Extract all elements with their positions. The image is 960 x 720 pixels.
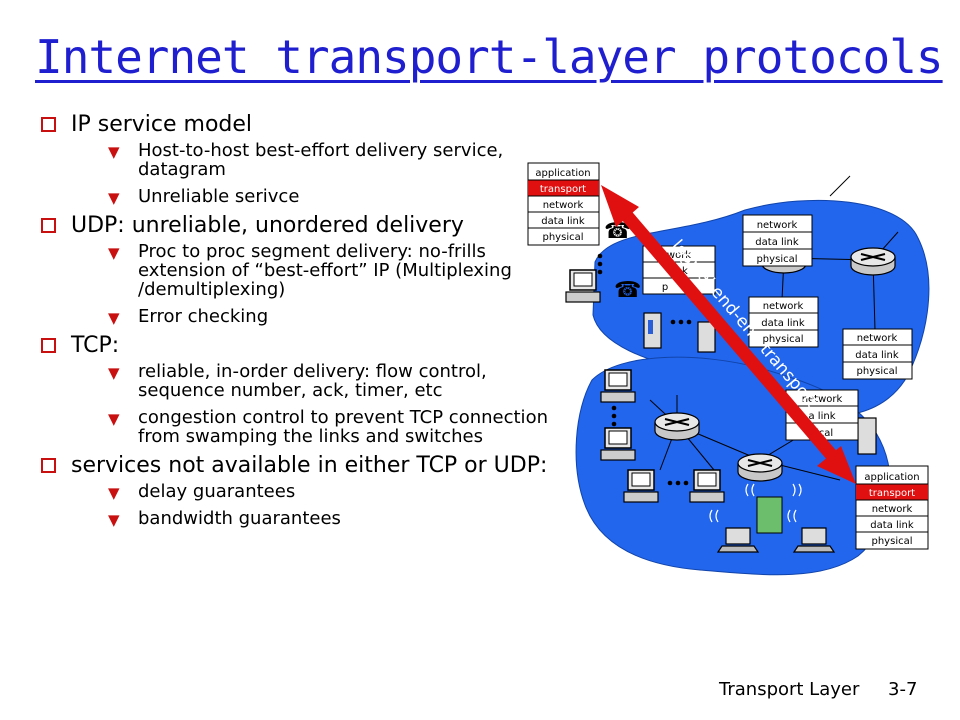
sub-bullet: ▼ bandwidth guarantees xyxy=(71,508,570,529)
router-protocol-stack: network data link physical xyxy=(748,296,819,348)
host-protocol-stack-top: application transport network data link … xyxy=(527,162,600,246)
bullet-ip-service-model: IP service model ▼ Host-to-host best-effo… xyxy=(40,112,570,207)
sub-bullet: ▼ Error checking xyxy=(71,306,570,327)
stack-layer-label: application xyxy=(535,168,590,179)
bullet-text: IP service model xyxy=(71,112,253,137)
stack-layer-label: physical xyxy=(857,366,898,377)
sub-bullet: ▼ Host-to-host best-effort delivery servi… xyxy=(71,141,570,179)
telephone-icon: ☎ xyxy=(614,278,641,303)
footer-label: Transport Layer xyxy=(719,679,860,700)
sub-bullet-text: Proc to proc segment delivery: no-frills… xyxy=(138,241,512,300)
router-icon xyxy=(654,412,700,441)
sub-bullet: ▼ reliable, in-order delivery: flow contr… xyxy=(71,362,570,400)
stack-layer-label: data link xyxy=(541,216,585,227)
arrow-bullet-icon: ▼ xyxy=(108,410,120,428)
desktop-computer-icon xyxy=(623,469,659,503)
square-bullet-icon xyxy=(41,338,56,353)
logical-transport-arrow xyxy=(601,185,856,484)
transport-layer-highlight xyxy=(528,180,599,196)
stack-layer-label: data link xyxy=(870,520,914,531)
server-light xyxy=(648,320,653,334)
stack-layer-label: network xyxy=(872,504,913,515)
sub-bullet: ▼ congestion control to prevent TCP conne… xyxy=(71,408,570,446)
arrow-bullet-icon: ▼ xyxy=(108,511,120,529)
slide-title: Internet transport-layer protocols xyxy=(35,30,944,84)
stack-layer-label: transport xyxy=(540,184,586,195)
stack-layer-label: physical xyxy=(872,536,913,547)
bullet-tcp: TCP: ▼ reliable, in-order delivery: flow … xyxy=(40,334,570,446)
server-icon xyxy=(857,417,877,455)
bullet-services-not-available: services not available in either TCP or … xyxy=(40,453,570,529)
arrow-bullet-icon: ▼ xyxy=(108,364,120,382)
stack-layer-label: sical xyxy=(811,428,833,439)
stack-layer-label: transport xyxy=(869,488,915,499)
desktop-computer-icon xyxy=(565,269,601,303)
stack-layer-label: a link xyxy=(809,411,836,422)
stack-layer-label: work xyxy=(667,250,691,261)
bullet-udp: UDP: unreliable, unordered delivery ▼ Pro… xyxy=(40,213,570,327)
stack-layer-label: network xyxy=(763,301,804,312)
sub-bullet: ▼ delay guarantees xyxy=(71,481,570,502)
stack-layer-label: data link xyxy=(761,318,805,329)
page-number: 3-7 xyxy=(888,679,918,700)
arrow-bullet-icon: ▼ xyxy=(108,484,120,502)
bullet-text: TCP: xyxy=(71,333,120,358)
stack-layer-label: network xyxy=(857,333,898,344)
host-protocol-stack-bottom: application transport network data link … xyxy=(855,465,929,550)
arrow-bullet-icon: ▼ xyxy=(108,189,120,207)
router-protocol-stack: network data link physical xyxy=(742,214,813,267)
square-bullet-icon xyxy=(41,458,56,473)
sub-bullet-text: reliable, in-order delivery: flow contro… xyxy=(138,361,487,401)
stack-layer-label: physical xyxy=(543,232,584,243)
arrow-bullet-icon: ▼ xyxy=(108,309,120,327)
stack-layer-label: network xyxy=(543,200,584,211)
router-protocol-stack: network data link physical xyxy=(842,328,913,380)
bullet-text: UDP: unreliable, unordered delivery xyxy=(71,213,464,238)
sub-bullet-text: delay guarantees xyxy=(138,481,296,502)
sub-bullet: ▼ Proc to proc segment delivery: no-frill… xyxy=(71,242,570,299)
desktop-computer-icon xyxy=(600,369,636,403)
stack-layer-label: network xyxy=(802,394,843,405)
stack-layer-label: network xyxy=(757,220,798,231)
router-icon xyxy=(850,247,896,276)
sub-bullet-text: Unreliable serivce xyxy=(138,186,300,207)
stack-layer-label: application xyxy=(864,472,919,483)
transport-layer-highlight xyxy=(856,484,928,500)
arrow-bullet-icon: ▼ xyxy=(108,244,120,262)
sub-bullet: ▼ Unreliable serivce xyxy=(71,186,570,207)
sub-bullet-text: congestion control to prevent TCP connec… xyxy=(138,407,548,447)
bullet-list: IP service model ▼ Host-to-host best-effo… xyxy=(40,113,570,536)
base-station-icon xyxy=(756,496,783,534)
stack-layer-label: physical xyxy=(757,254,798,265)
bullet-text: services not available in either TCP or … xyxy=(71,453,548,478)
ellipsis-dots xyxy=(597,253,692,486)
stack-layer-label: data link xyxy=(855,350,899,361)
router-icon xyxy=(737,453,783,482)
stack-layer-label: p xyxy=(662,282,668,293)
sub-bullet-text: Host-to-host best-effort delivery servic… xyxy=(138,140,504,180)
square-bullet-icon xyxy=(41,218,56,233)
stack-layer-label: physical xyxy=(763,334,804,345)
arrow-bullet-icon: ▼ xyxy=(108,143,120,161)
stack-layer-label: data link xyxy=(755,237,799,248)
desktop-computer-icon xyxy=(600,427,636,461)
sub-bullet-text: Error checking xyxy=(138,306,269,327)
server-icon xyxy=(697,321,716,353)
square-bullet-icon xyxy=(41,117,56,132)
desktop-computer-icon xyxy=(689,469,725,503)
sub-bullet-text: bandwidth guarantees xyxy=(138,508,341,529)
wireless-signal-icon xyxy=(709,483,802,523)
